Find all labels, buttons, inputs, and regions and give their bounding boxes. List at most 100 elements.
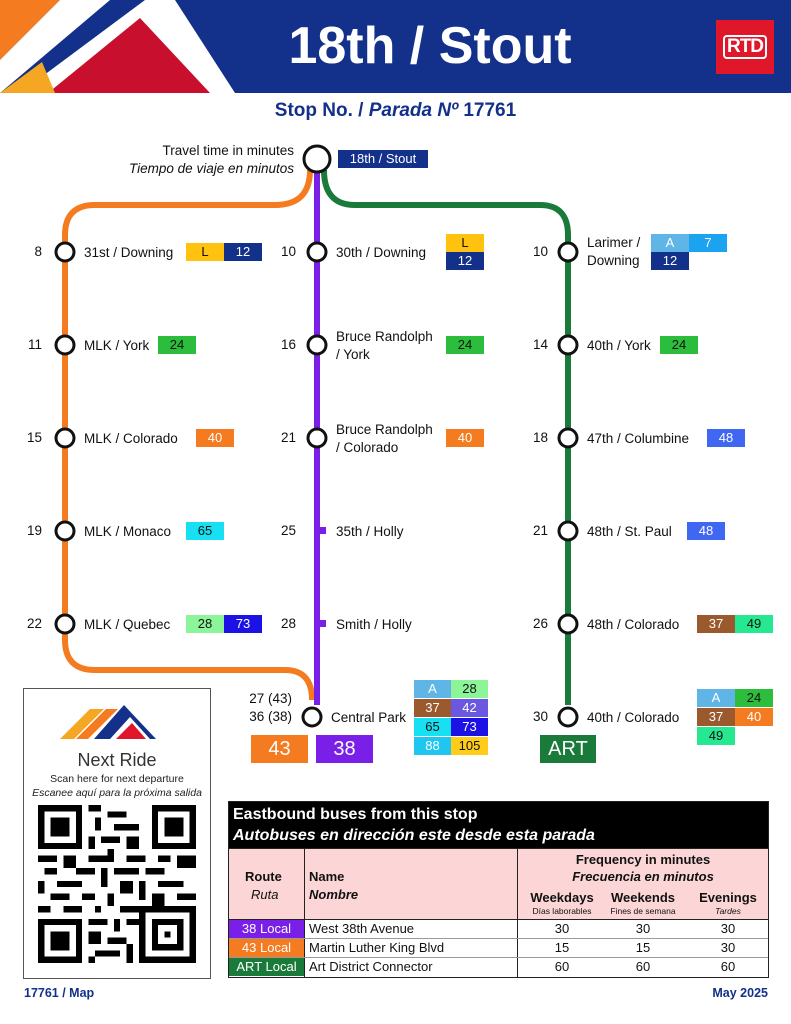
travel-time: 28 (280, 616, 296, 631)
stop-marker (557, 334, 579, 356)
col-weekends-es: Fines de semana (610, 906, 676, 916)
travel-time: 10 (280, 244, 296, 259)
stop-name: Smith / Holly (336, 617, 412, 632)
table-row: ART Local Art District Connector 60 60 6… (229, 958, 768, 977)
travel-time-label-en: Travel time in minutes (162, 143, 294, 158)
name-cell: Art District Connector (309, 959, 433, 974)
route-badge: A (414, 680, 451, 698)
stop-marker (54, 334, 76, 356)
stop-name: MLK / Colorado (84, 431, 178, 446)
route-cell: 43 Local (229, 939, 304, 957)
route-badge: 37 (697, 708, 735, 726)
origin-label: 18th / Stout (338, 150, 428, 168)
stop-name: Bruce Randolph (336, 329, 433, 344)
travel-time: 11 (27, 337, 42, 352)
stop-name: 48th / Colorado (587, 617, 680, 632)
route-badge: 49 (697, 727, 735, 745)
travel-time: 26 (532, 616, 548, 631)
route-badge: 28 (451, 680, 488, 698)
route-badge: 28 (186, 615, 224, 633)
route-badge: 24 (158, 336, 196, 354)
stop-name: 48th / St. Paul (587, 524, 672, 539)
travel-time: 14 (532, 337, 548, 352)
stop-marker (306, 241, 328, 263)
route-badge: 105 (451, 737, 488, 755)
weekdays-cell: 30 (554, 921, 570, 936)
stop-marker (54, 427, 76, 449)
route-badge: 40 (196, 429, 234, 447)
route-cell: ART Local (229, 958, 304, 976)
col-evenings-es: Tardes (715, 906, 741, 916)
route-badge: 42 (451, 699, 488, 717)
footer-date: May 2025 (712, 986, 768, 1000)
header-banner: 18th / Stout RTD (0, 0, 791, 93)
next-ride-scan-es: Escanee aquí para la próxima salida (32, 787, 202, 799)
stop-label-es: Parada Nº (368, 100, 459, 121)
route-map (54, 144, 579, 728)
stop-id: 17761 (463, 100, 517, 121)
route-badge: 12 (224, 243, 262, 261)
travel-time-label-es: Tiempo de viaje en minutos (129, 161, 294, 176)
route-cell: 38 Local (229, 920, 304, 938)
col-name-es: Nombre (309, 887, 359, 902)
route-badge: 65 (414, 718, 451, 736)
table-row: 38 Local West 38th Avenue 30 30 30 (229, 920, 768, 939)
route-badge: 48 (707, 429, 745, 447)
stop-name: Bruce Randolph (336, 422, 433, 437)
stop-name: / York (336, 347, 370, 362)
travel-time: 22 (26, 616, 42, 631)
next-ride-logo-icon (60, 705, 156, 739)
tick-marker (319, 620, 326, 627)
stop-name: Larimer / (587, 235, 641, 250)
header-decoration (0, 0, 235, 93)
travel-time: 19 (26, 523, 42, 538)
route-badge: 40 (735, 708, 773, 726)
stop-marker (54, 520, 76, 542)
col-name: Name (309, 869, 345, 884)
rtd-logo: RTD (716, 20, 774, 74)
route-badge: 24 (446, 336, 484, 354)
col-route: Route (245, 869, 282, 884)
route-badge: 37 (414, 699, 451, 717)
travel-time: 15 (26, 430, 42, 445)
route-badge: 65 (186, 522, 224, 540)
route-badge: 37 (697, 615, 735, 633)
route-art-box: ART (540, 735, 596, 763)
tick-marker (319, 527, 326, 534)
footer-map-id: 17761 / Map (24, 986, 95, 1000)
stop-marker (54, 613, 76, 635)
stop-marker (306, 334, 328, 356)
table-row: 43 Local Martin Luther King Blvd 15 15 3… (229, 939, 768, 958)
travel-time: 25 (280, 523, 296, 538)
stop-name: 35th / Holly (336, 524, 404, 539)
route-badge: 7 (689, 234, 727, 252)
col-weekends: Weekends (610, 890, 676, 905)
next-ride-panel[interactable]: Next Ride Scan here for next departure E… (23, 688, 211, 979)
route-badge: 40 (446, 429, 484, 447)
stop-marker (557, 520, 579, 542)
route-badge: 24 (660, 336, 698, 354)
col-frequency: Frequency in minutes (575, 852, 711, 867)
evenings-cell: 60 (720, 959, 736, 974)
stop-number: Stop No. / Parada Nº 17761 (0, 100, 791, 122)
stop-name: MLK / Quebec (84, 617, 171, 632)
route-badge: L (446, 234, 484, 252)
route-art-line (321, 169, 571, 705)
weekends-cell: 30 (635, 921, 651, 936)
col-frequency-es: Frecuencia en minutos (572, 869, 714, 884)
route-badge: 73 (451, 718, 488, 736)
col-weekdays: Weekdays (530, 890, 594, 905)
stop-name: 40th / York (587, 338, 651, 353)
travel-time: 30 (532, 709, 548, 724)
stop-name: Central Park (331, 710, 407, 725)
schedule-table: Eastbound buses from this stop Autobuses… (228, 801, 769, 978)
qr-code[interactable] (38, 805, 196, 963)
route-badge: 12 (651, 252, 689, 270)
table-title-en: Eastbound buses from this stop (233, 806, 478, 823)
travel-time: 10 (532, 244, 548, 259)
next-ride-title: Next Ride (77, 750, 157, 770)
stop-marker (306, 427, 328, 449)
evenings-cell: 30 (720, 921, 736, 936)
route-badge: L (186, 243, 224, 261)
stop-name: / Colorado (336, 440, 399, 455)
